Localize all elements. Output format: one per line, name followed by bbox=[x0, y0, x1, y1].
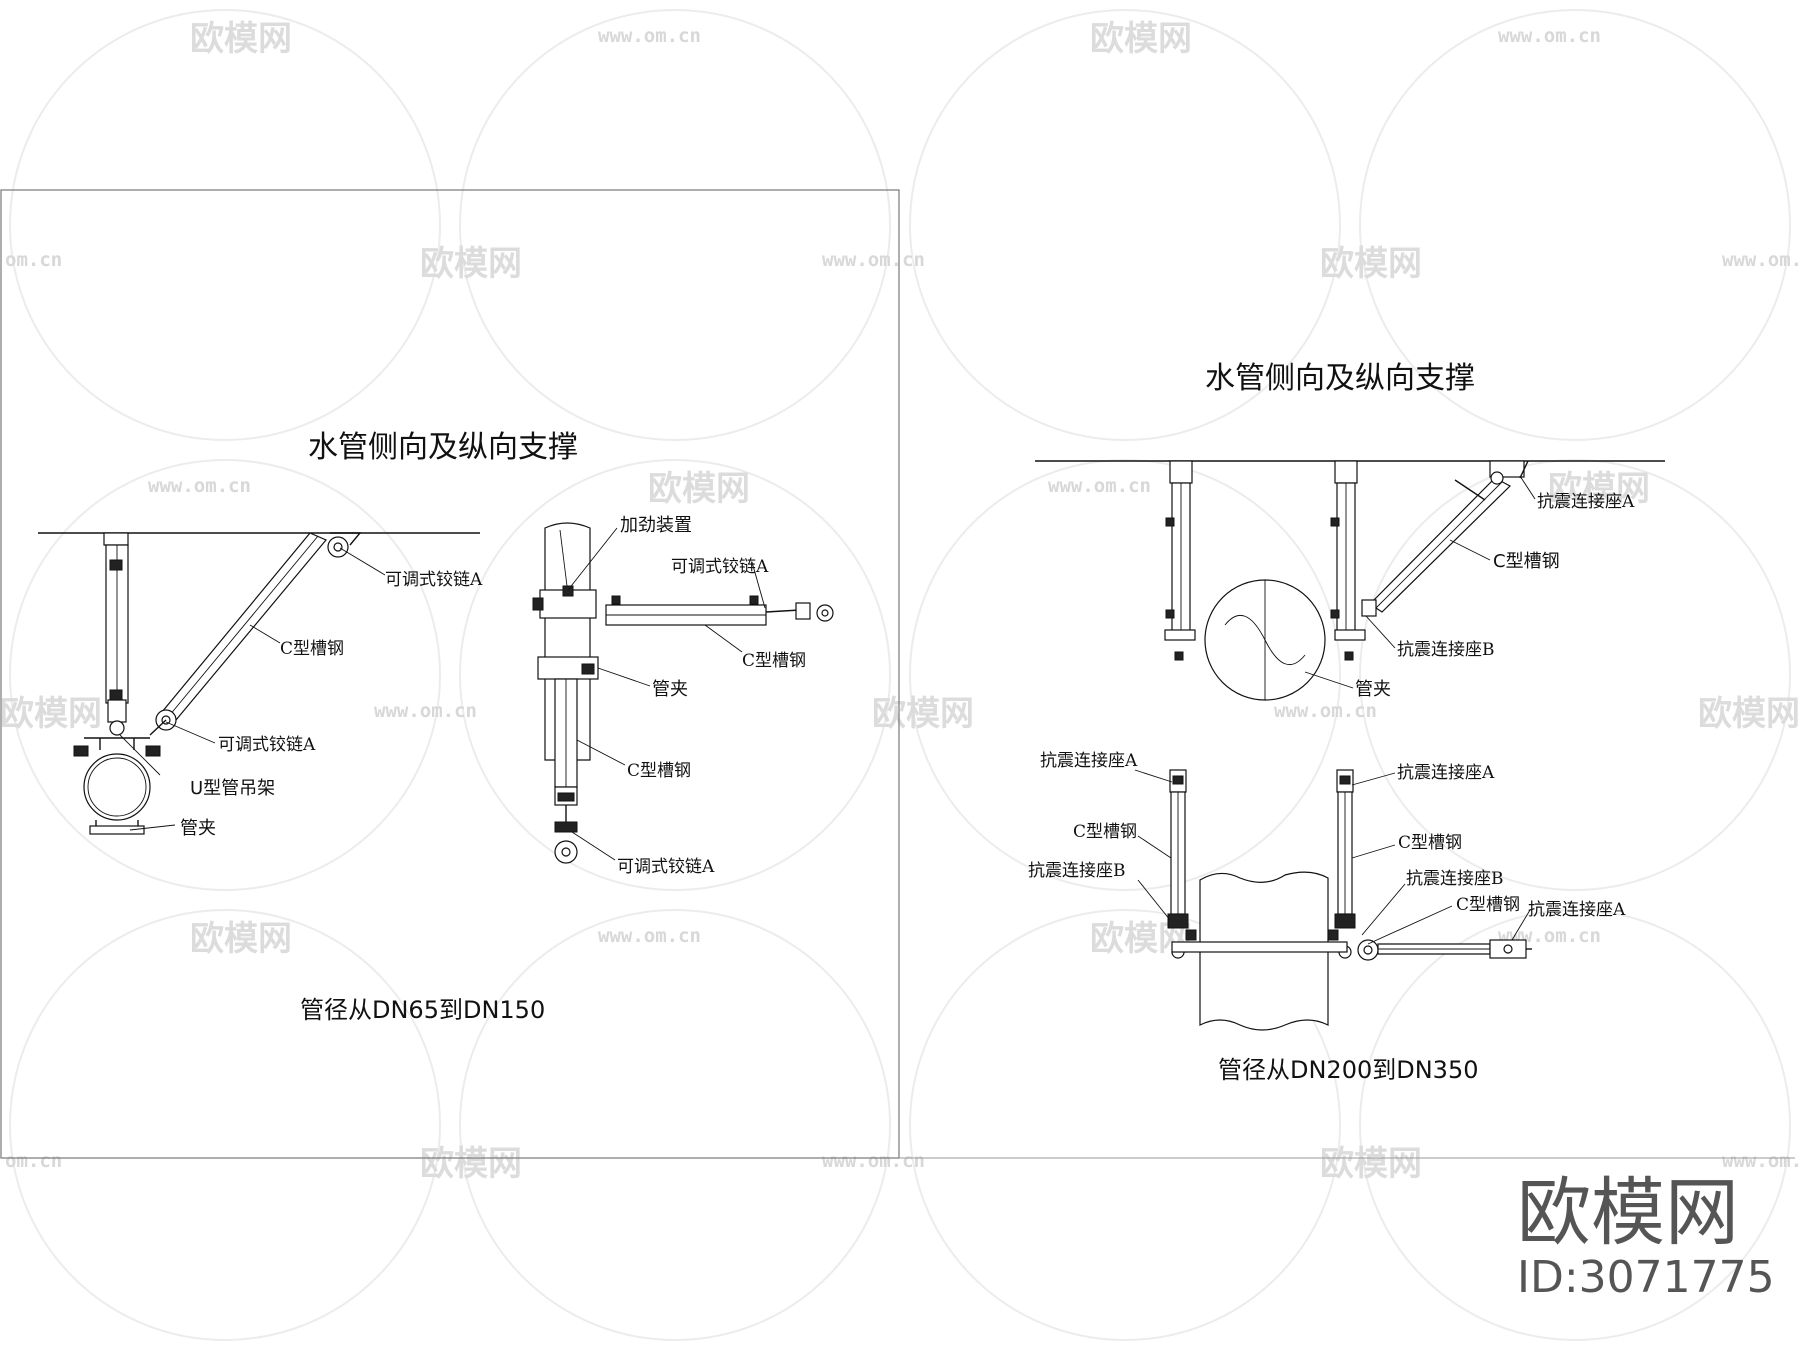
watermark-url: om.cn bbox=[5, 249, 62, 271]
watermark-url: www.om.cn bbox=[822, 249, 925, 271]
label-seat-b-top: 抗震连接座B bbox=[1397, 640, 1495, 660]
branding: 欧模网 ID:3071775 bbox=[1517, 1170, 1775, 1303]
label-hinge-a-top: 可调式铰链A bbox=[385, 570, 483, 590]
watermark-brand: 欧模网 bbox=[1548, 469, 1650, 509]
label-channel-steel-vertical: C型槽钢 bbox=[627, 761, 691, 781]
label-hinge-a-right: 可调式铰链A bbox=[671, 557, 769, 577]
brand-logo: 欧模网 bbox=[1517, 1170, 1739, 1256]
watermark-url: www.om.cn bbox=[1498, 25, 1601, 47]
label-hinge-a-bottom: 可调式铰链A bbox=[617, 857, 715, 877]
label-channel-mid: C型槽钢 bbox=[1398, 833, 1462, 853]
watermark-brand: 欧模网 bbox=[190, 19, 292, 59]
label-channel-left: C型槽钢 bbox=[1073, 822, 1137, 842]
hinge-icon bbox=[1490, 471, 1504, 485]
left-panel-title: 水管侧向及纵向支撑 bbox=[308, 430, 578, 465]
pipe-section bbox=[83, 753, 151, 821]
large-pipe-lateral-assembly bbox=[1164, 460, 1536, 701]
label-stiffener: 加劲装置 bbox=[620, 515, 692, 536]
watermark-brand: 欧模网 bbox=[420, 1144, 522, 1184]
watermark-url: www.om.cn bbox=[822, 1150, 925, 1172]
brand-id: ID:3071775 bbox=[1517, 1252, 1775, 1303]
label-seat-a-right: 抗震连接座A bbox=[1528, 900, 1626, 920]
label-pipe-clamp-big: 管夹 bbox=[1355, 679, 1391, 700]
label-seat-b-left: 抗震连接座B bbox=[1028, 861, 1126, 881]
watermark-brand: 欧模网 bbox=[190, 919, 292, 959]
longitudinal-brace-assembly bbox=[532, 522, 834, 864]
watermark-brand: 欧模网 bbox=[1698, 694, 1800, 734]
watermark-brand: 欧模网 bbox=[1320, 244, 1422, 284]
watermark-brand: 欧模网 bbox=[0, 694, 102, 734]
label-seat-a-top: 抗震连接座A bbox=[1537, 492, 1635, 512]
label-seat-a-mid: 抗震连接座A bbox=[1397, 763, 1495, 783]
watermark-url: www.om.cn bbox=[1048, 475, 1151, 497]
watermark-brand: 欧模网 bbox=[1090, 19, 1192, 59]
label-pipe-clamp: 管夹 bbox=[180, 818, 216, 839]
label-seat-a-left: 抗震连接座A bbox=[1040, 751, 1138, 771]
label-channel-steel-top: C型槽钢 bbox=[1493, 551, 1560, 572]
watermark-brand: 欧模网 bbox=[872, 694, 974, 734]
watermark-url: www.om.cn bbox=[598, 25, 701, 47]
label-channel-steel-right: C型槽钢 bbox=[742, 651, 806, 671]
label-pipe-clamp-right: 管夹 bbox=[652, 679, 688, 700]
watermark-brand: 欧模网 bbox=[420, 244, 522, 284]
watermark-brand: 欧模网 bbox=[1320, 1144, 1422, 1184]
watermark-brand: 欧模网 bbox=[648, 469, 750, 509]
watermark-url: www.om.cn bbox=[374, 700, 477, 722]
right-panel-title: 水管侧向及纵向支撑 bbox=[1205, 361, 1475, 396]
label-seat-b-mid: 抗震连接座B bbox=[1406, 869, 1504, 889]
right-panel: 水管侧向及纵向支撑 管径从DN200到DN350 bbox=[1028, 361, 1665, 1084]
watermark-layer: 欧模网 www.om.cn 欧模网 www.om.cn om.cn 欧模网 ww… bbox=[0, 9, 1800, 1341]
watermark-url: www.om.cn bbox=[1274, 700, 1377, 722]
watermark-url: www.om.cn bbox=[1722, 249, 1800, 271]
watermark-url: om.cn bbox=[5, 1150, 62, 1172]
right-panel-caption: 管径从DN200到DN350 bbox=[1218, 1056, 1478, 1084]
watermark-url: www.om.cn bbox=[1722, 1150, 1800, 1172]
large-pipe-longitudinal-assembly bbox=[1134, 769, 1532, 1031]
watermark-url: www.om.cn bbox=[148, 475, 251, 497]
label-hinge-a-mid: 可调式铰链A bbox=[218, 735, 316, 755]
panel-frames bbox=[0, 189, 1795, 1159]
label-u-hanger: U型管吊架 bbox=[190, 778, 275, 799]
label-channel-right: C型槽钢 bbox=[1456, 895, 1520, 915]
watermark-url: www.om.cn bbox=[598, 925, 701, 947]
left-panel-caption: 管径从DN65到DN150 bbox=[300, 996, 545, 1024]
left-panel: 水管侧向及纵向支撑 管径从DN65到DN150 bbox=[38, 430, 834, 1024]
lateral-brace-assembly bbox=[73, 532, 386, 835]
label-channel-steel: C型槽钢 bbox=[280, 639, 344, 659]
